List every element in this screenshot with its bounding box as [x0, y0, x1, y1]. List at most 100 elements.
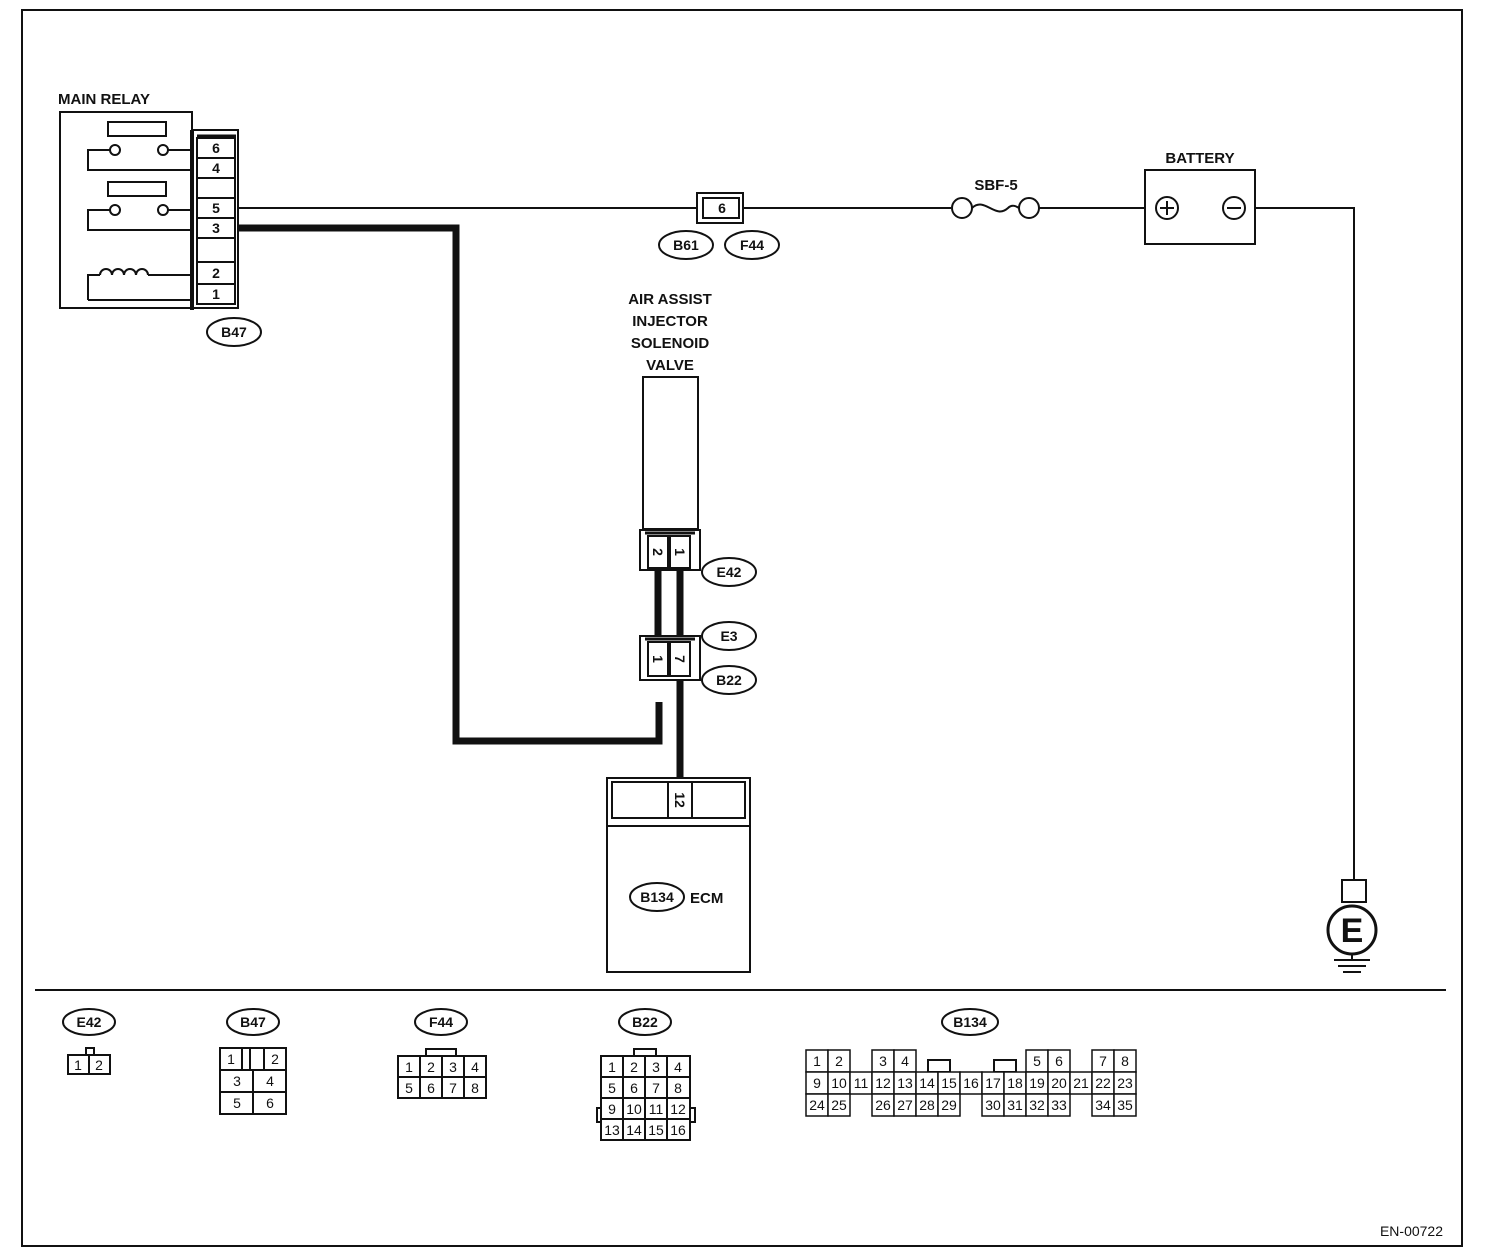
connector-pin: 3: [652, 1059, 660, 1075]
connector-pin: 3: [449, 1059, 457, 1075]
connector-pin: 16: [670, 1122, 686, 1138]
harness-pin: 1: [650, 655, 666, 663]
connector-pin: 10: [626, 1101, 642, 1117]
connector-view-title: E42: [77, 1014, 102, 1030]
connector-pin: 15: [648, 1122, 664, 1138]
harness-connector-id: E3: [720, 628, 737, 644]
valve-title-line: INJECTOR: [632, 313, 708, 330]
connector-pin: 14: [626, 1122, 642, 1138]
figure-id: EN-00722: [1380, 1223, 1443, 1239]
connector-view-title: B134: [953, 1014, 987, 1030]
connector-pin: 5: [1033, 1053, 1041, 1069]
connector-pin: 1: [405, 1059, 413, 1075]
harness-connector-id: B22: [716, 672, 742, 688]
relay-pin: 5: [212, 200, 220, 216]
connector-pin: 5: [233, 1095, 241, 1111]
connector-pin: 28: [919, 1097, 935, 1113]
relay-pin: 4: [212, 160, 220, 176]
connector-pin: 2: [427, 1059, 435, 1075]
connector-pin: 3: [879, 1053, 887, 1069]
joint-connector-id: B61: [673, 237, 699, 253]
connector-pin: 27: [897, 1097, 913, 1113]
connector-pin: 31: [1007, 1097, 1023, 1113]
connector-pin: 14: [919, 1075, 935, 1091]
valve-title-line: VALVE: [646, 357, 694, 374]
connector-pin: 2: [630, 1059, 638, 1075]
connector-view-b47: B47 1 2 3 4 5 6: [219, 1008, 287, 1115]
connector-pin: 15: [941, 1075, 957, 1091]
joint-connector: 6 B61 F44: [658, 192, 780, 260]
connector-pin: 22: [1095, 1075, 1111, 1091]
connector-view-f44: F44 1 2 3 4 5 6 7 8: [397, 1008, 487, 1099]
connector-pin: 13: [604, 1122, 620, 1138]
connector-pin: 21: [1073, 1075, 1089, 1091]
connector-pin: 12: [670, 1101, 686, 1117]
connector-pin: 8: [674, 1080, 682, 1096]
connector-pin: 4: [266, 1073, 274, 1089]
connector-pin-cell: [827, 1093, 851, 1117]
connector-pin-cell: [1047, 1093, 1071, 1117]
connector-pin: 13: [897, 1075, 913, 1091]
connector-pin: 2: [835, 1053, 843, 1069]
connector-pin: 2: [271, 1051, 279, 1067]
connector-pin: 24: [809, 1097, 825, 1113]
connector-pin: 1: [74, 1057, 82, 1073]
connector-pin-cell: [1113, 1093, 1137, 1117]
connector-pin: 32: [1029, 1097, 1045, 1113]
valve-title-line: SOLENOID: [631, 335, 710, 352]
main-relay-connector-id: B47: [221, 324, 247, 340]
connector-pin: 8: [1121, 1053, 1129, 1069]
battery: BATTERY: [1144, 150, 1256, 245]
connector-pin: 9: [608, 1101, 616, 1117]
connector-pin: 33: [1051, 1097, 1067, 1113]
valve-title-line: AIR ASSIST: [628, 291, 712, 308]
connector-pin: 12: [875, 1075, 891, 1091]
connector-pin: 6: [630, 1080, 638, 1096]
ecm-connector-id: B134: [640, 889, 674, 905]
relay-pin: 1: [212, 286, 220, 302]
connector-pin: 6: [427, 1080, 435, 1096]
wires: [238, 207, 1355, 882]
connector-pin: 6: [1055, 1053, 1063, 1069]
connector-pin-cell: [937, 1093, 961, 1117]
connector-pin: 4: [901, 1053, 909, 1069]
connector-pin: 9: [813, 1075, 821, 1091]
connector-pin: 8: [471, 1080, 479, 1096]
battery-label: BATTERY: [1165, 150, 1234, 167]
connector-pin: 4: [674, 1059, 682, 1075]
main-relay-title: MAIN RELAY: [58, 91, 150, 108]
connector-pin: 1: [608, 1059, 616, 1075]
valve-pin: 2: [650, 548, 666, 556]
main-relay: MAIN RELAY 6 4 5 3: [58, 91, 262, 347]
connector-pin: 1: [227, 1051, 235, 1067]
connector-pin: 30: [985, 1097, 1001, 1113]
connector-pin: 5: [405, 1080, 413, 1096]
connector-pin: 2: [95, 1057, 103, 1073]
air-assist-injector-solenoid-valve: AIR ASSIST INJECTOR SOLENOID VALVE 2 1 E…: [628, 291, 757, 587]
joint-connector-id: F44: [740, 237, 764, 253]
connector-pin: 29: [941, 1097, 957, 1113]
connector-view-b22: B22 1 2 3 4 5 6 7 8 9 10 11 12 13 14 15: [596, 1008, 696, 1141]
connector-pin: 7: [652, 1080, 660, 1096]
connector-pin: 3: [233, 1073, 241, 1089]
harness-connector: 1 7 E3 B22: [639, 621, 757, 695]
connector-view-title: F44: [429, 1014, 453, 1030]
connector-pin: 1: [813, 1053, 821, 1069]
ground-symbol: E: [1326, 879, 1378, 973]
relay-pin: 3: [212, 220, 220, 236]
valve-connector-id: E42: [717, 564, 742, 580]
connector-pin: 10: [831, 1075, 847, 1091]
connector-pin: 20: [1051, 1075, 1067, 1091]
harness-pin: 7: [672, 655, 688, 663]
connector-view-e42: E42 1 2: [62, 1008, 116, 1075]
relay-pin: 2: [212, 265, 220, 281]
connector-view-title: B22: [632, 1014, 658, 1030]
connector-pin: 11: [649, 1101, 664, 1117]
ecm: 12 B134 ECM: [606, 777, 751, 973]
connector-pin: 34: [1095, 1097, 1111, 1113]
connector-pin: 35: [1117, 1097, 1133, 1113]
main-relay-pins: 6 4 5 3 2 1: [196, 137, 236, 305]
